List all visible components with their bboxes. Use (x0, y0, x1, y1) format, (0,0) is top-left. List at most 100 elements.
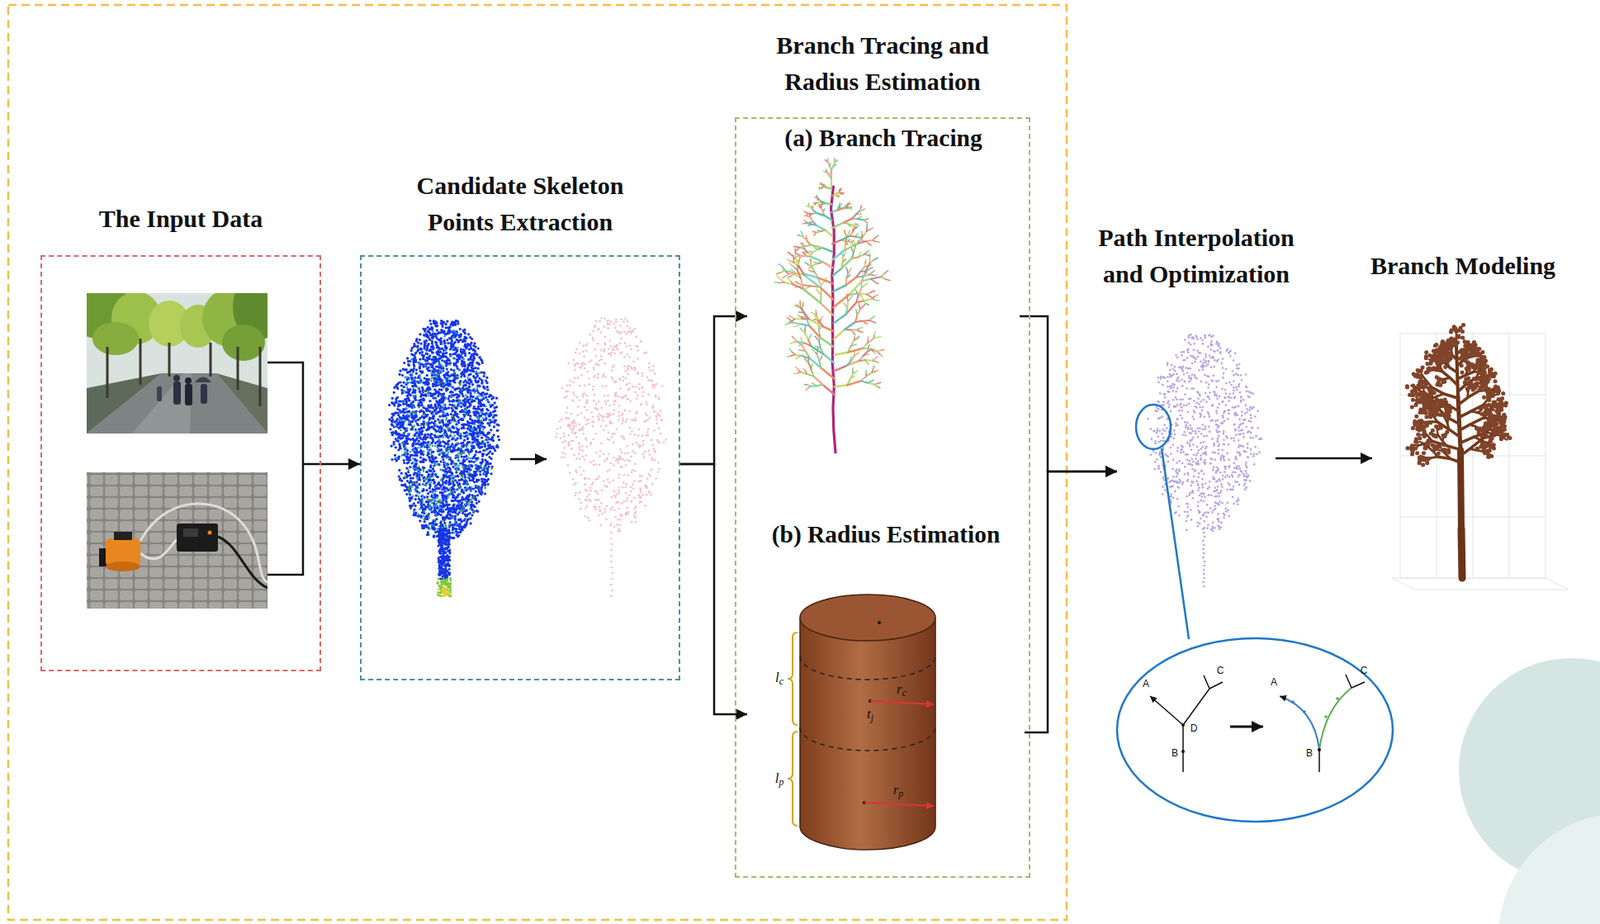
point (1148, 334, 1262, 587)
flow-arrow (1024, 471, 1118, 733)
dimension-label: lc (775, 669, 784, 688)
inner-arrow (510, 458, 547, 461)
point (556, 317, 667, 597)
svg-path (1319, 687, 1352, 750)
point (438, 528, 450, 580)
branch-line (829, 165, 834, 179)
branch-line (782, 182, 886, 387)
svg-ellipse (1136, 404, 1171, 450)
skeleton-points (556, 317, 667, 597)
svg-ellipse (800, 594, 936, 641)
svg-rect (184, 383, 193, 406)
tracing-panel: Branch Tracing and Radius Estimation(a) … (734, 117, 1031, 878)
branch-line (809, 208, 863, 385)
svg-path (1183, 675, 1223, 772)
traced-branches (774, 158, 890, 453)
point-label: C (1360, 664, 1369, 677)
svg-path (217, 536, 268, 588)
foliage-blob (1406, 325, 1511, 466)
point (437, 577, 451, 597)
flow-arrow (1275, 457, 1373, 460)
dimension-label: lp (775, 770, 785, 789)
branch-line (833, 162, 835, 167)
branch-line (793, 189, 881, 356)
dimension-label: tj (866, 705, 874, 725)
svg-circle (877, 620, 881, 625)
svg-line (1150, 695, 1184, 725)
point (389, 321, 500, 539)
stage-heading: Path Interpolation and Optimization (1084, 219, 1308, 292)
svg-polygon (86, 373, 162, 434)
svg-path (800, 727, 936, 751)
junction-inset (1117, 404, 1393, 822)
branch-line (800, 186, 868, 384)
point-label: A (1270, 676, 1278, 688)
outer-frame (8, 4, 1067, 920)
svg-path (800, 826, 936, 850)
svg-line (1161, 448, 1189, 640)
dimension-label: rc (896, 681, 907, 700)
branch-line (776, 183, 890, 389)
svg-circle (1302, 710, 1307, 714)
branch-line (789, 187, 874, 381)
branch-line (828, 172, 831, 176)
svg-ellipse (1117, 638, 1393, 822)
svg-circle (1181, 723, 1185, 727)
point (396, 331, 491, 534)
branch-line (824, 158, 835, 161)
svg-ellipse (105, 561, 141, 572)
branch-line (803, 186, 858, 347)
svg-rect (183, 528, 199, 537)
point-cloud-tree (389, 321, 500, 597)
panel-title: (b) Radius Estimation (747, 516, 1025, 553)
svg-rect (176, 523, 218, 552)
branch-line (827, 162, 831, 176)
svg-rect (113, 531, 133, 540)
branch-line (810, 201, 856, 354)
branch-model (1406, 325, 1511, 579)
svg-polygon (1391, 577, 1569, 590)
svg-line (870, 700, 934, 705)
input-bracket (267, 362, 322, 575)
input-panel: The Input Data (40, 255, 322, 672)
tracing-subpanel: (a) Branch Tracing (747, 120, 1020, 460)
interpolated-points (1148, 334, 1262, 587)
cylinder (787, 594, 936, 850)
svg-path (800, 656, 936, 680)
svg-circle (173, 374, 180, 382)
point-label: A (1142, 677, 1150, 690)
street-photo (86, 293, 268, 434)
svg-rect (173, 381, 181, 405)
svg-path (107, 338, 261, 407)
point-label: D (1190, 722, 1198, 734)
point (438, 587, 450, 597)
point-label: B (1171, 747, 1179, 759)
point-label: C (1216, 664, 1225, 677)
flow-arrow (680, 316, 748, 464)
svg-circle (1324, 714, 1328, 719)
svg-circle (1335, 696, 1340, 701)
stage-heading: Branch Modeling (1339, 247, 1587, 285)
svg-circle (1291, 700, 1295, 704)
svg-circle (1181, 749, 1185, 753)
decor-circles (1458, 657, 1600, 924)
dimension-label: rp (893, 781, 905, 800)
svg-circle (1317, 747, 1321, 752)
svg-path (787, 731, 798, 826)
svg-circle (208, 530, 213, 535)
modeling-stage: Branch Modeling (1372, 330, 1554, 587)
svg-ellipse (92, 321, 139, 356)
svg-circle (1498, 813, 1600, 924)
svg-ellipse (222, 324, 266, 361)
svg-rect (800, 617, 936, 827)
interpolation-stage: Path Interpolation and Optimization (1117, 326, 1276, 595)
svg-path (800, 617, 936, 850)
svg-line (864, 802, 934, 806)
svg-path (787, 632, 798, 725)
flow-arrow (1019, 316, 1118, 472)
svg-rect (86, 472, 268, 609)
svg-line (1230, 725, 1264, 729)
svg-rect (200, 383, 208, 404)
radius-subpanel: (b) Radius Estimation (747, 516, 1025, 872)
flow-arrow (680, 463, 748, 715)
